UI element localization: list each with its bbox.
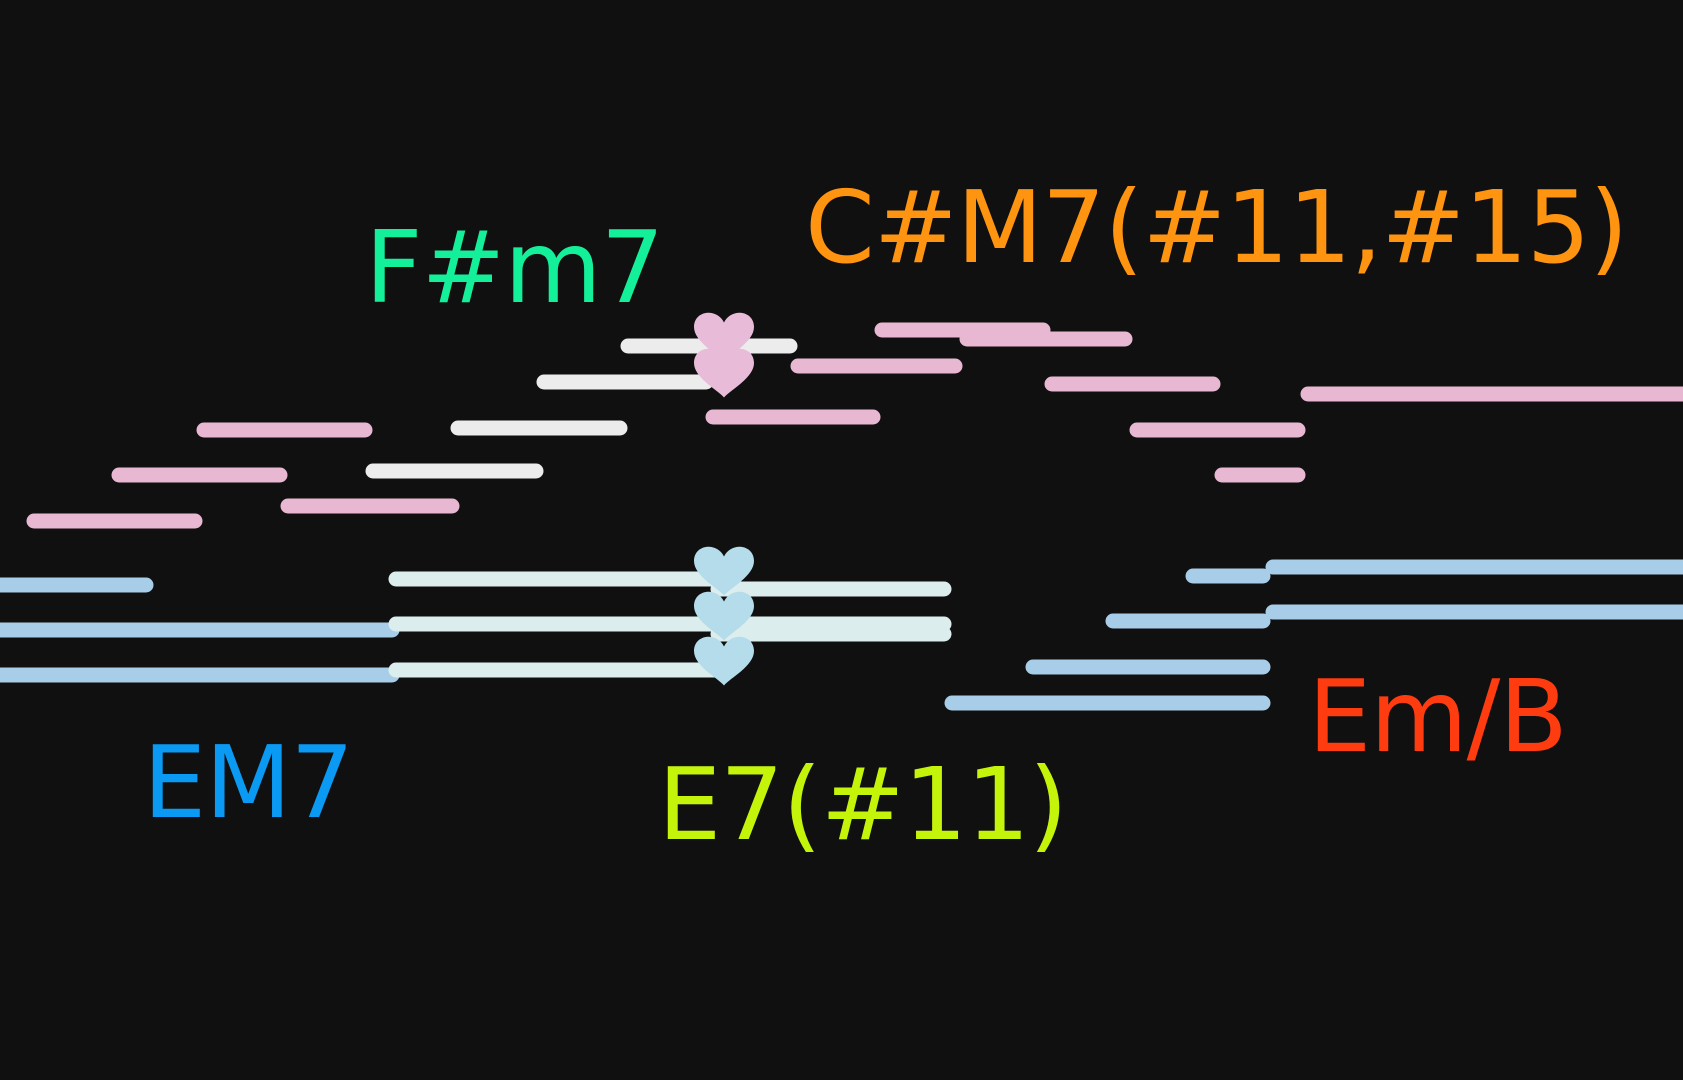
chord-label-e7-sharp11: E7(#11) (658, 746, 1068, 863)
heart-icon (694, 591, 754, 641)
chord-label-e-maj7: EM7 (143, 724, 354, 841)
heart-icon (694, 636, 754, 686)
heart-icon (694, 546, 754, 596)
chord-label-csharp-maj7: C#M7(#11,#15) (805, 169, 1628, 286)
chord-label-fsharp-m7: F#m7 (365, 209, 664, 326)
heart-icon (694, 348, 754, 398)
heart-icon (694, 312, 754, 362)
chord-label-em-over-b: Em/B (1308, 658, 1568, 775)
